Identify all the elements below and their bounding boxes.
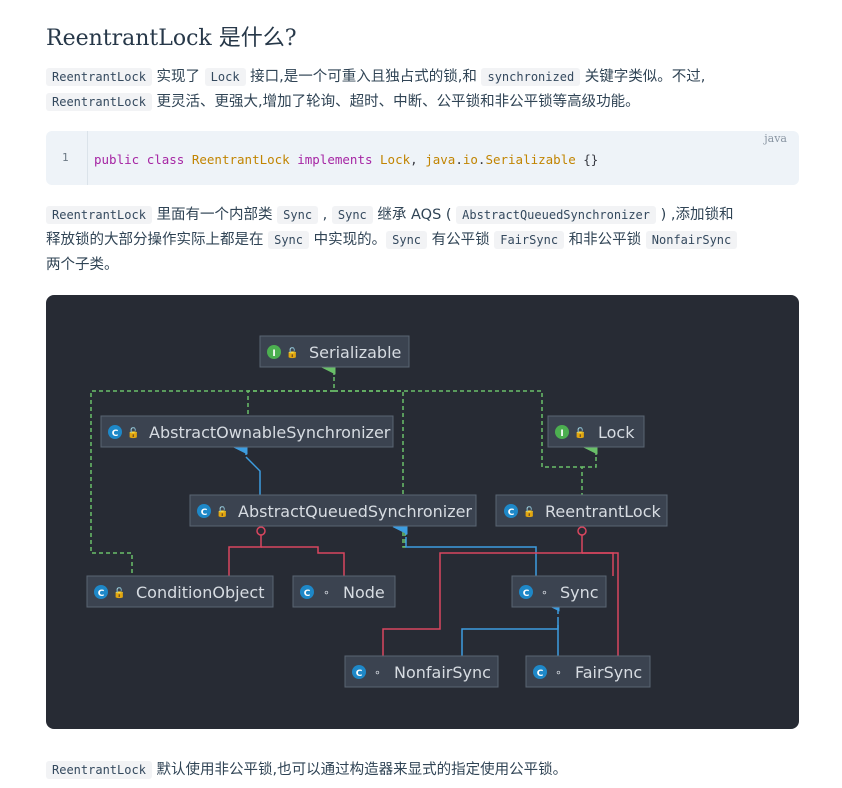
node-label: FairSync [575, 663, 642, 682]
svg-text:∘: ∘ [374, 666, 381, 679]
inline-code: ReentrantLock [46, 68, 152, 86]
svg-text:C: C [508, 508, 515, 518]
extends-edges [232, 439, 560, 656]
inline-code: ReentrantLock [46, 93, 152, 111]
intro-paragraph: ReentrantLock 实现了 Lock 接口,是一个可重入且独占式的锁,和… [46, 65, 806, 115]
svg-text:C: C [523, 589, 530, 599]
sync-paragraph: ReentrantLock 里面有一个内部类 Sync , Sync 继承 AQ… [46, 203, 806, 278]
node-node: C ∘ Node [292, 575, 396, 608]
class-diagram: I 🔓 Serializable C 🔓 AbstractOwnableSync… [46, 295, 799, 729]
svg-text:C: C [537, 669, 544, 679]
node-fairsync: C ∘ FairSync [525, 655, 651, 688]
node-label: AbstractOwnableSynchronizer [149, 423, 391, 442]
node-label: ConditionObject [136, 583, 264, 602]
svg-text:C: C [98, 589, 105, 599]
svg-text:∘: ∘ [323, 586, 330, 599]
svg-text:C: C [201, 508, 208, 518]
node-reentrantlock: C 🔓 ReentrantLock [495, 494, 668, 527]
svg-text:🔓: 🔓 [286, 346, 298, 359]
node-label: Lock [598, 423, 635, 442]
inline-code: AbstractQueuedSynchronizer [456, 206, 656, 224]
node-abstract-queued-synchronizer: C 🔓 AbstractQueuedSynchronizer [189, 494, 477, 527]
inline-code: Sync [268, 231, 310, 249]
code-block: java 1 public class ReentrantLock implem… [46, 131, 799, 185]
line-number-gutter [46, 131, 88, 185]
inline-code: Lock [204, 68, 246, 86]
node-nonfairsync: C ∘ NonfairSync [344, 655, 499, 688]
inline-code: NonfairSync [645, 231, 738, 249]
node-label: ReentrantLock [545, 502, 662, 521]
svg-text:C: C [304, 589, 311, 599]
inline-code: ReentrantLock [46, 761, 152, 779]
svg-text:∘: ∘ [541, 586, 548, 599]
default-lock-paragraph: ReentrantLock 默认使用非公平锁,也可以通过构造器来显式的指定使用公… [46, 758, 806, 783]
node-conditionobject: C 🔓 ConditionObject [86, 575, 274, 608]
node-abstract-ownable-synchronizer: C 🔓 AbstractOwnableSynchronizer [100, 415, 394, 448]
inline-code: Sync [386, 231, 428, 249]
inner-class-edges [228, 526, 619, 656]
inline-code: Sync [277, 206, 319, 224]
svg-text:🔓: 🔓 [127, 426, 139, 439]
svg-text:🔓: 🔓 [113, 586, 125, 599]
node-label: Sync [560, 583, 599, 602]
line-number: 1 [62, 151, 69, 164]
node-lock: I 🔓 Lock [547, 415, 645, 448]
node-sync: C ∘ Sync [511, 575, 607, 608]
code-line: public class ReentrantLock implements Lo… [94, 152, 599, 167]
svg-text:I: I [272, 349, 275, 359]
svg-text:∘: ∘ [555, 666, 562, 679]
inline-code: synchronized [481, 68, 581, 86]
inline-code: FairSync [494, 231, 565, 249]
svg-text:C: C [112, 429, 119, 439]
node-label: AbstractQueuedSynchronizer [238, 502, 472, 521]
code-language-label: java [764, 132, 787, 145]
inline-code: ReentrantLock [46, 206, 152, 224]
svg-text:🔓: 🔓 [216, 505, 228, 518]
node-serializable: I 🔓 Serializable [259, 335, 410, 368]
svg-text:🔓: 🔓 [574, 426, 586, 439]
node-label: NonfairSync [394, 663, 491, 682]
svg-text:C: C [356, 669, 363, 679]
inline-code: Sync [331, 206, 373, 224]
svg-text:🔓: 🔓 [523, 505, 535, 518]
node-label: Serializable [309, 343, 401, 362]
svg-text:I: I [560, 429, 563, 439]
page-title: ReentrantLock 是什么? [46, 26, 297, 51]
node-label: Node [343, 583, 385, 602]
implements-edges [90, 359, 598, 576]
